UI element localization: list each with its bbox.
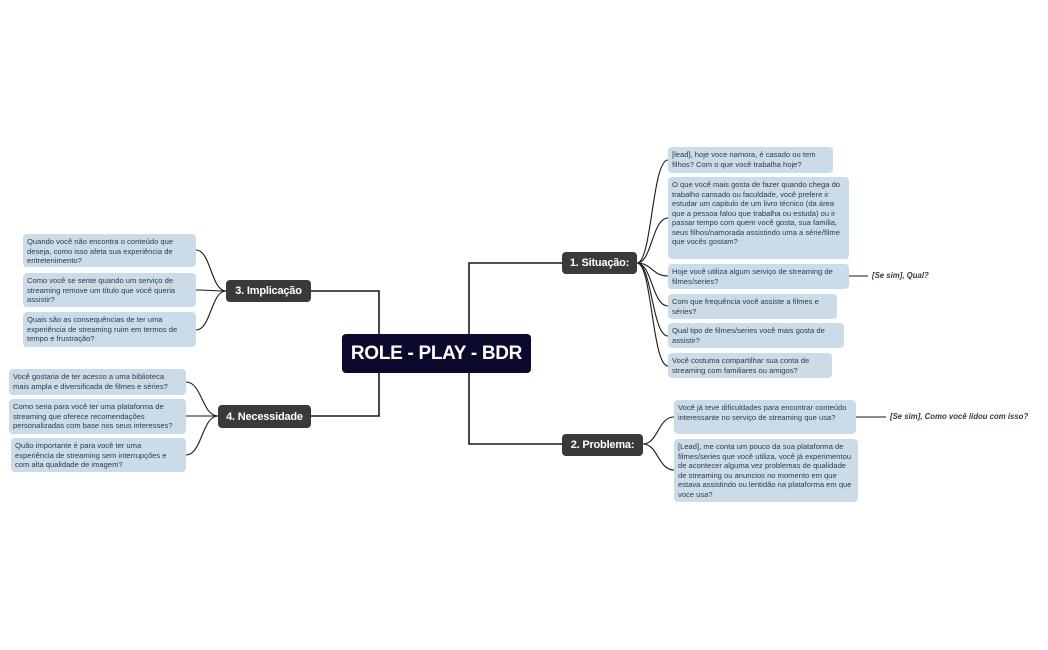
link-situacao-6 (636, 262, 669, 367)
note-problema: [Se sim], Como você lidou com isso? (890, 412, 1029, 421)
link-implicacao-2 (195, 289, 227, 292)
leaf-situacao-3-text: Hoje você utiliza algum serviço de strea… (672, 267, 833, 286)
link-problema-1 (642, 416, 675, 445)
leaf-situacao-1[interactable]: [lead], hoje voce namora, é casado ou te… (668, 147, 833, 173)
leaf-situacao-6[interactable]: Você costuma compartilhar sua conta de s… (668, 353, 832, 378)
leaf-necessidade-3[interactable]: Quão importante é para você ter uma expe… (11, 438, 186, 472)
link-implicacao-1 (195, 249, 227, 292)
leaf-necessidade-3-text: Quão importante é para você ter uma expe… (15, 441, 167, 470)
leaf-problema-1-text: Você já teve dificuldades para encontrar… (678, 403, 847, 422)
link-situacao-1 (636, 159, 669, 264)
leaf-situacao-2[interactable]: O que você mais gosta de fazer quando ch… (668, 177, 849, 259)
link-central-implicacao (311, 290, 380, 335)
link-situacao-5 (636, 262, 669, 337)
leaf-necessidade-2-text: Como seria para você ter uma plataforma … (13, 402, 173, 431)
leaf-situacao-5[interactable]: Qual tipo de filmes/series você mais gos… (668, 323, 844, 348)
link-central-necessidade (311, 372, 380, 417)
leaf-situacao-4-text: Com que frequência você assiste a filmes… (672, 297, 819, 316)
leaf-necessidade-1[interactable]: Você gostaria de ter acesso a uma biblio… (9, 369, 186, 395)
leaf-situacao-1-text: [lead], hoje voce namora, é casado ou te… (672, 150, 816, 169)
link-situacao-2 (636, 217, 669, 264)
leaf-situacao-3[interactable]: Hoje você utiliza algum serviço de strea… (668, 264, 849, 289)
branch-situacao-label: 1. Situação: (569, 257, 630, 269)
branch-problema[interactable]: 2. Problema: (562, 434, 643, 456)
leaf-problema-2[interactable]: [Lead], me conta um pouco da sua platafo… (674, 439, 858, 502)
leaf-implicacao-2-text: Como você se sente quando um serviço de … (27, 276, 176, 305)
branch-implicacao[interactable]: 3. Implicação (226, 280, 311, 302)
branch-necessidade[interactable]: 4. Necessidade (218, 405, 311, 428)
leaf-implicacao-1-text: Quando você não encontra o conteúdo que … (27, 237, 174, 266)
leaf-problema-2-text: [Lead], me conta um pouco da sua platafo… (678, 442, 852, 499)
branch-implicacao-label: 3. Implicação (235, 285, 302, 297)
link-necessidade-3 (185, 415, 219, 456)
link-necessidade-1 (185, 381, 219, 417)
link-implicacao-3 (195, 290, 227, 331)
leaf-implicacao-2[interactable]: Como você se sente quando um serviço de … (23, 273, 196, 307)
branch-problema-label: 2. Problema: (570, 439, 635, 451)
branch-situacao[interactable]: 1. Situação: (562, 252, 637, 274)
link-central-problema (468, 372, 562, 445)
link-central-situacao (468, 262, 562, 335)
note-situacao: [Se sim], Qual? (872, 271, 929, 280)
central-topic[interactable]: ROLE - PLAY - BDR (342, 334, 531, 373)
leaf-situacao-2-text: O que você mais gosta de fazer quando ch… (672, 180, 841, 247)
leaf-implicacao-3-text: Quais são as consequências de ter uma ex… (27, 315, 178, 344)
leaf-necessidade-2[interactable]: Como seria para você ter uma plataforma … (9, 399, 186, 434)
leaf-problema-1[interactable]: Você já teve dificuldades para encontrar… (674, 400, 856, 434)
leaf-situacao-5-text: Qual tipo de filmes/series você mais gos… (672, 326, 825, 345)
branch-necessidade-label: 4. Necessidade (226, 410, 303, 423)
central-topic-title: ROLE - PLAY - BDR (350, 342, 523, 364)
leaf-implicacao-1[interactable]: Quando você não encontra o conteúdo que … (23, 234, 196, 267)
link-problema-2 (642, 443, 675, 471)
leaf-necessidade-1-text: Você gostaria de ter acesso a uma biblio… (13, 372, 168, 391)
leaf-implicacao-3[interactable]: Quais são as consequências de ter uma ex… (23, 312, 196, 347)
leaf-situacao-4[interactable]: Com que frequência você assiste a filmes… (668, 294, 837, 319)
leaf-situacao-6-text: Você costuma compartilhar sua conta de s… (672, 356, 810, 375)
